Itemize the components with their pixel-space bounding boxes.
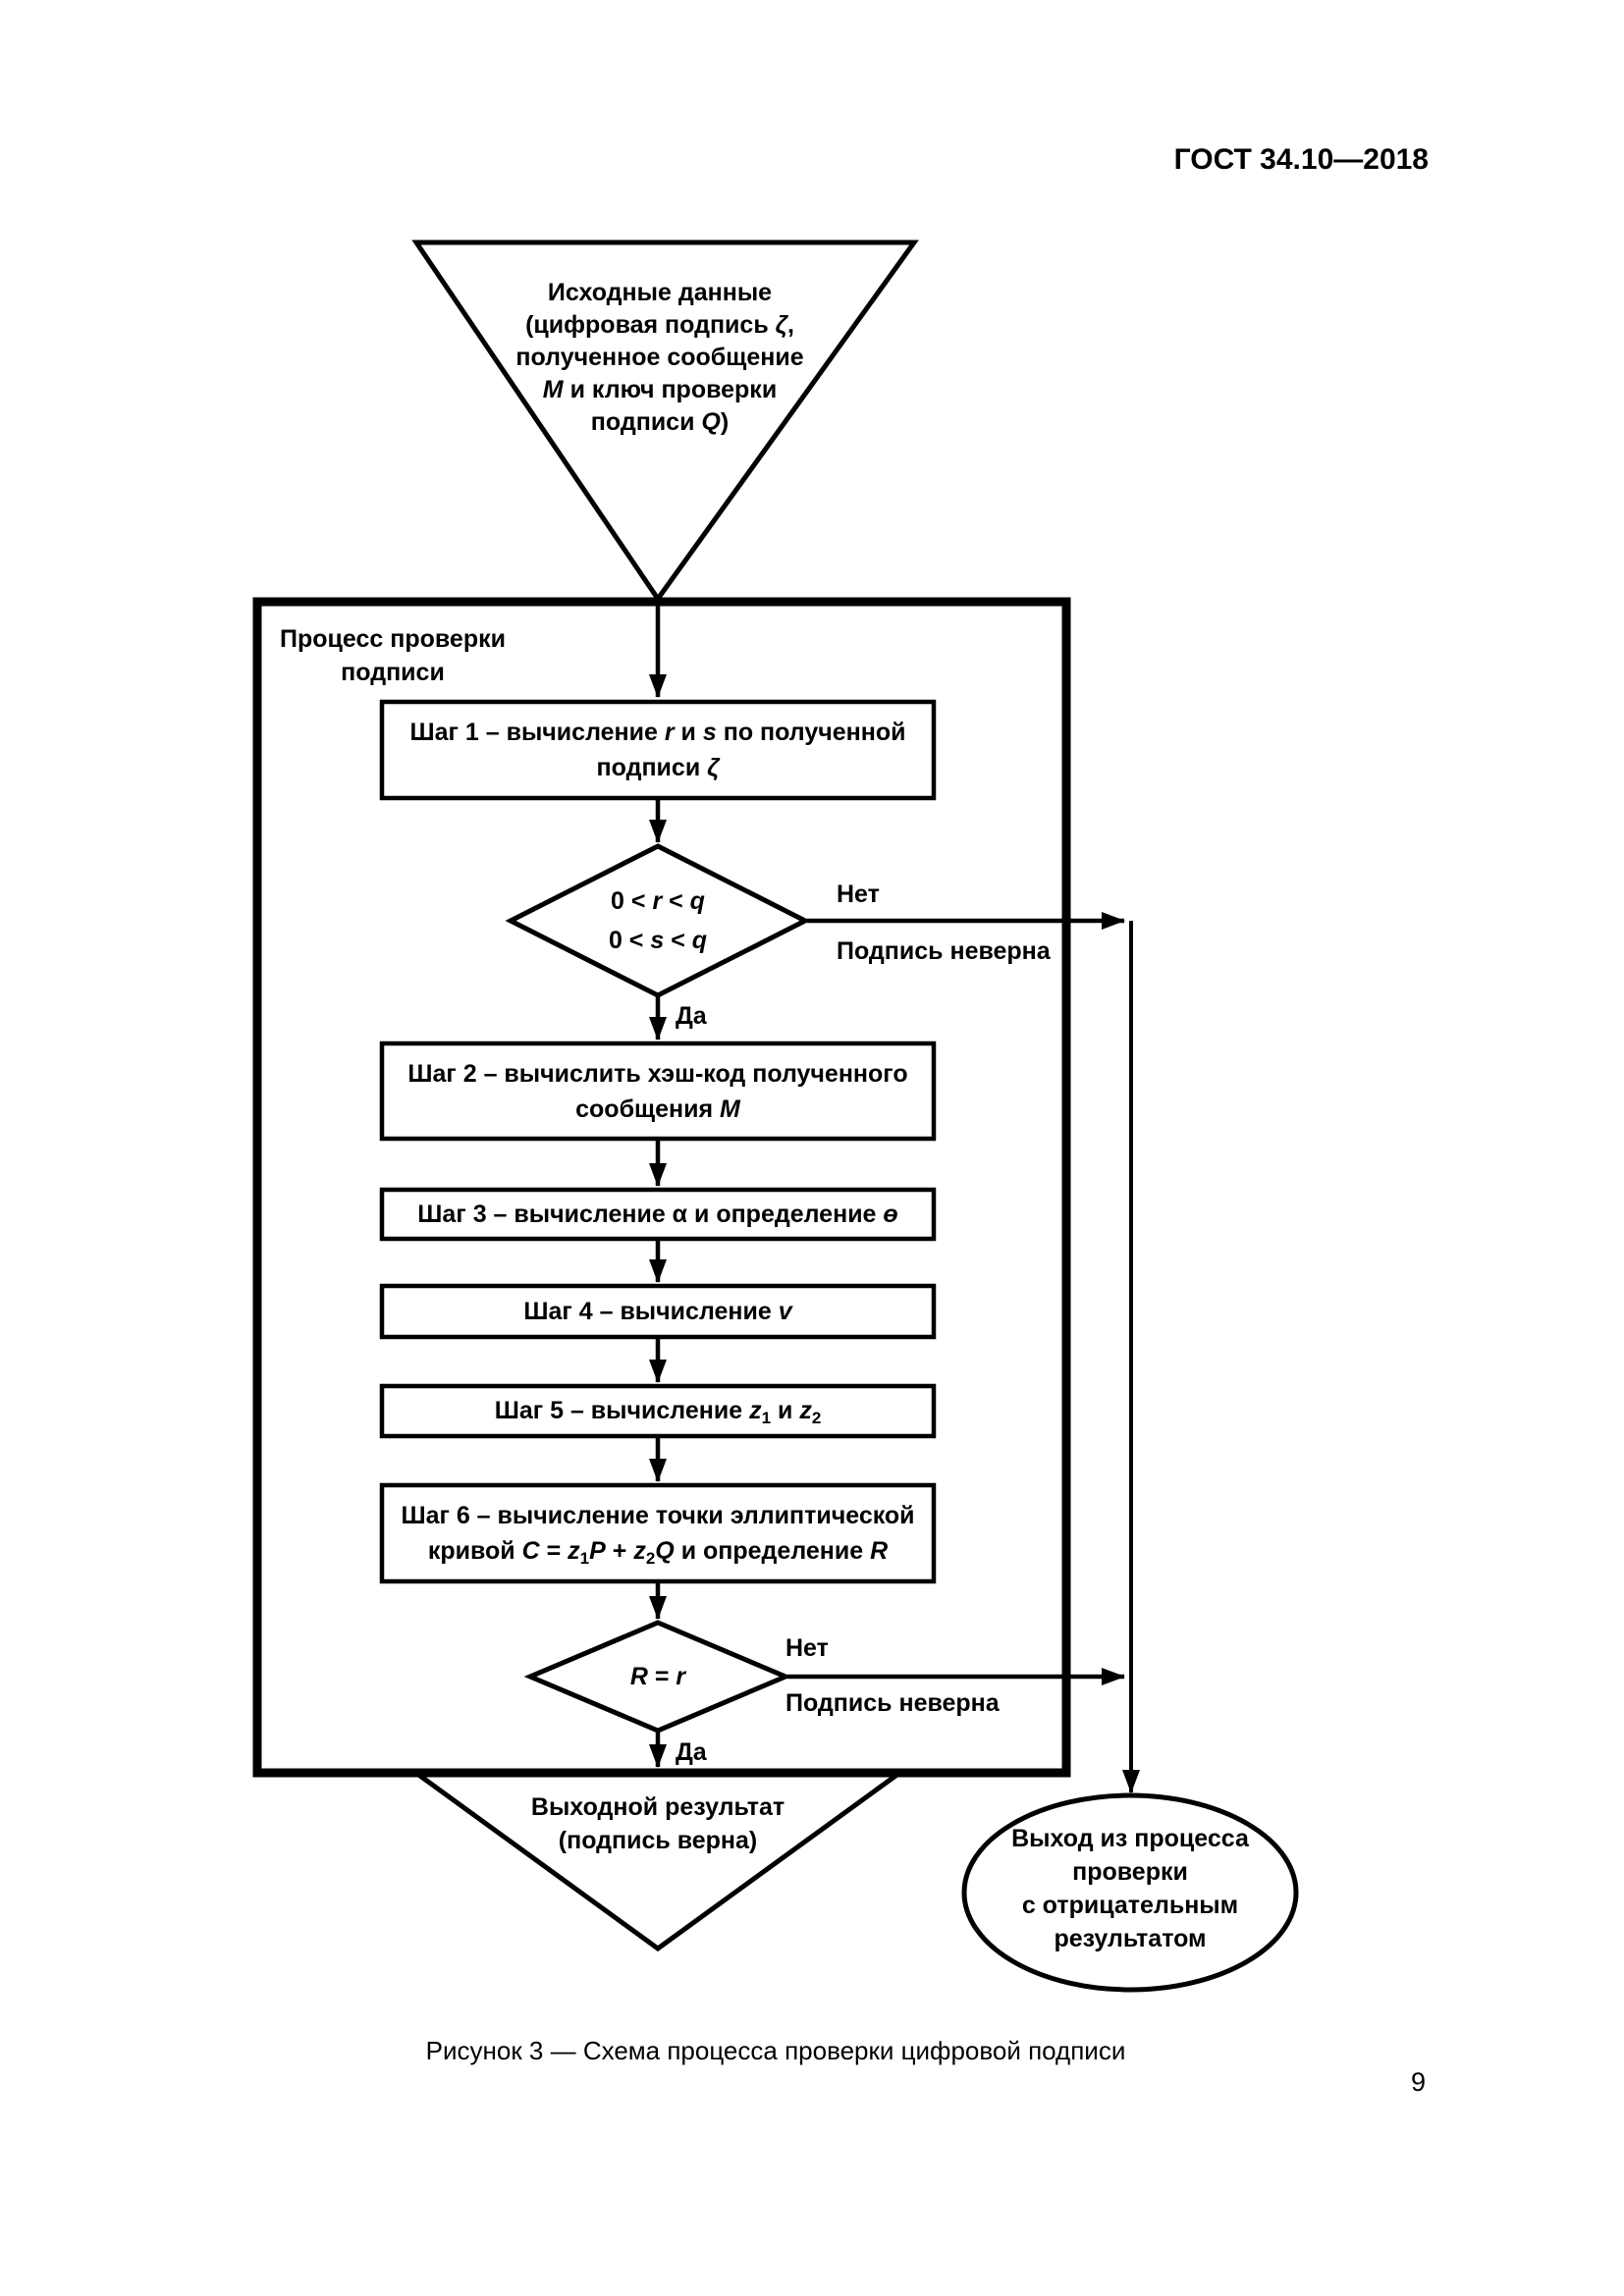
step1-box [379, 699, 937, 801]
decision2-diamond [523, 1620, 792, 1734]
process-container-box [252, 597, 1071, 1778]
no2-invalid-label: Подпись неверна [785, 1689, 1000, 1717]
doc-header: ГОСТ 34.10—2018 [1173, 143, 1429, 176]
step2-box [379, 1041, 937, 1142]
exit-ellipse-shape [961, 1792, 1299, 1993]
figure-caption: Рисунок 3 — Схема процесса проверки цифр… [425, 2036, 1126, 2065]
input-triangle-text: Исходные данные(цифровая подпись ζ,получ… [515, 279, 804, 436]
output-triangle-text: Выходной результат(подпись верна) [530, 1793, 785, 1854]
input-triangle-shape [411, 240, 919, 604]
step5-text: Шаг 5 – вычисление z1 и z2 [494, 1397, 822, 1427]
step4-text: Шаг 4 – вычисление v [523, 1298, 792, 1325]
yes2-label: Да [676, 1738, 707, 1766]
decision2-text: R = r [629, 1663, 686, 1690]
page-number: 9 [1411, 2067, 1427, 2097]
step4-box [379, 1283, 937, 1340]
step3-box [379, 1187, 937, 1242]
step5-box [379, 1383, 937, 1439]
step6-box [379, 1482, 937, 1584]
no1-invalid-label: Подпись неверна [837, 937, 1051, 965]
no2-label: Нет [785, 1634, 829, 1662]
no1-label: Нет [837, 881, 880, 908]
step3-text: Шаг 3 – вычисление α и определение ɵ [417, 1201, 898, 1228]
yes1-label: Да [676, 1002, 707, 1030]
